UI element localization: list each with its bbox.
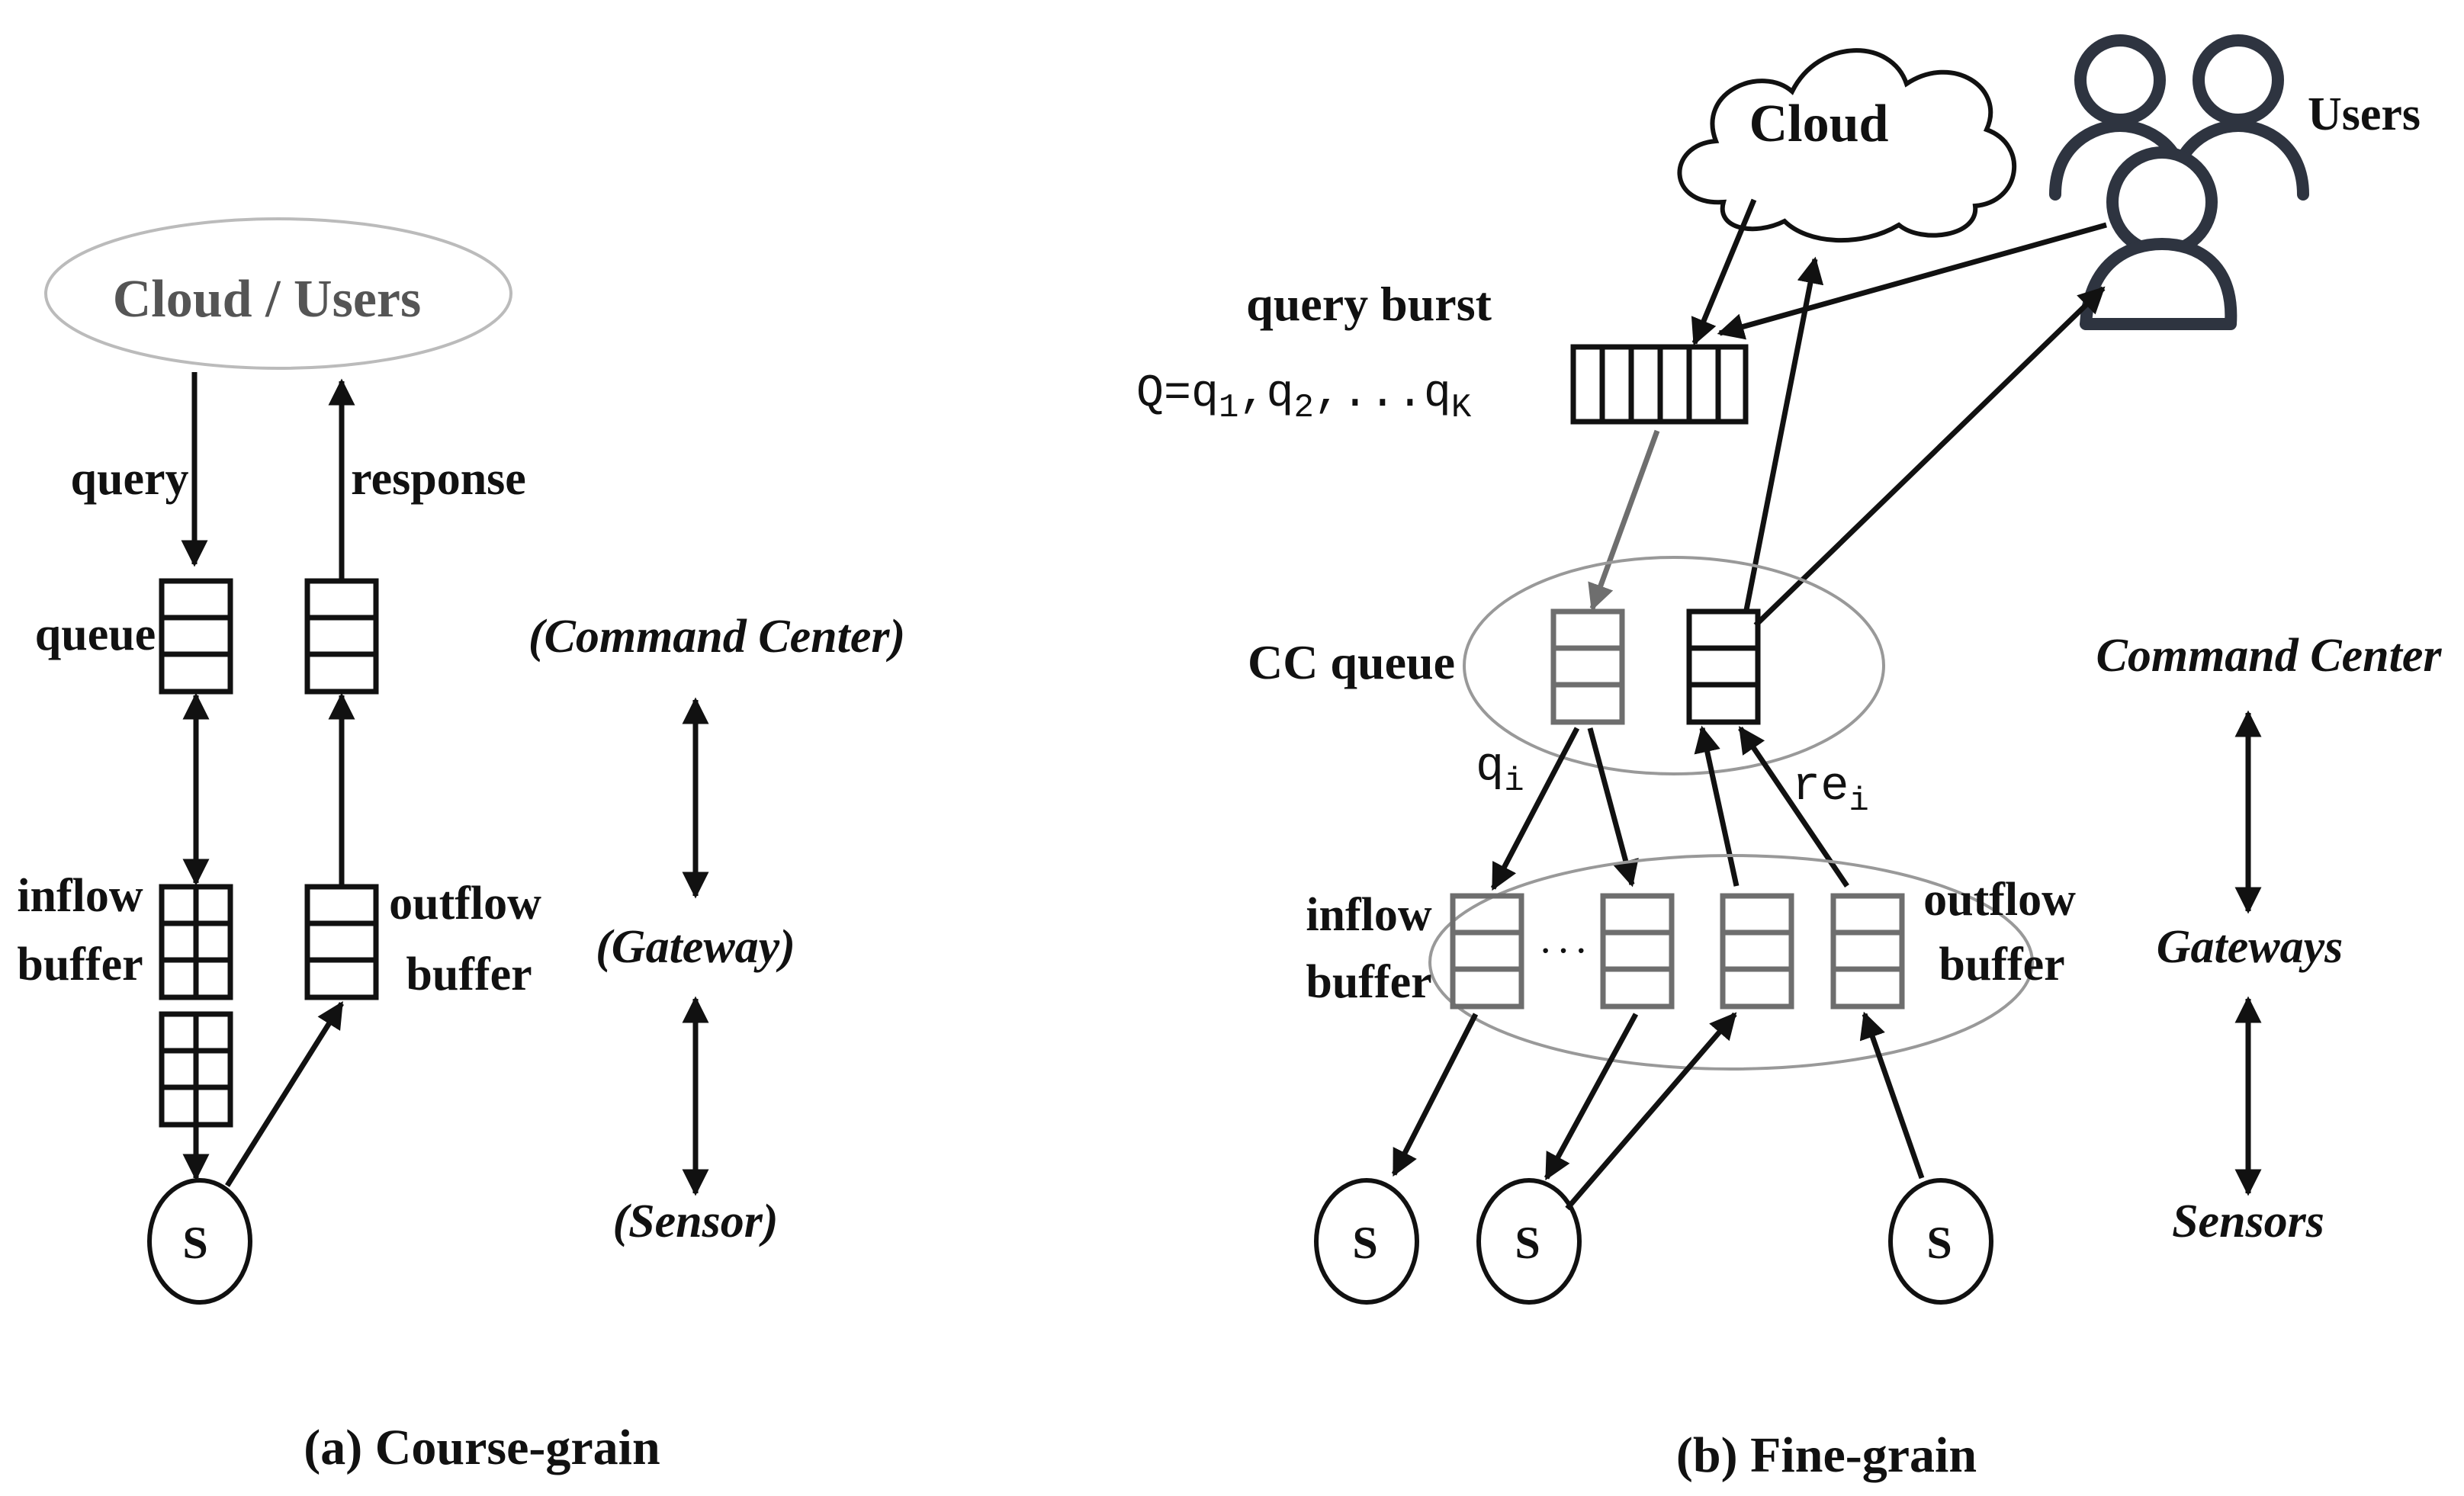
query-burst-box <box>1570 344 1749 425</box>
users-icon <box>2049 34 2309 330</box>
inflow-buffer-box <box>159 884 233 1128</box>
cloud-users-label: Cloud / Users <box>113 270 421 329</box>
ccqueue-to-cloud-arrow <box>1743 256 1824 611</box>
users-to-burst-arrow <box>1717 222 2107 340</box>
re-i-label: rei <box>1792 759 1869 820</box>
query-label: query <box>71 453 189 505</box>
outflow2-to-ccqueue-arrow <box>1738 726 1849 888</box>
tier-sensor: (Sensor) <box>612 1196 778 1247</box>
inflow2-to-sensor2-arrow <box>1544 1013 1639 1181</box>
cloud-shape <box>1677 48 2017 243</box>
tier-sensors: Sensors <box>2172 1196 2324 1247</box>
query-burst-label: query burst <box>1246 277 1492 331</box>
outflow-label: outflow <box>389 878 541 929</box>
users-label: Users <box>2308 88 2421 140</box>
sensor2-to-outflow1-arrow <box>1565 1012 1737 1211</box>
ccqueue-to-inflow2-arrow <box>1587 727 1639 888</box>
sensor-node-3-label: S <box>1926 1218 1952 1268</box>
cloud-label: Cloud <box>1749 95 1889 153</box>
sensor3-to-outflow2-arrow <box>1859 1011 1925 1180</box>
caption-b: (b) Fine-grain <box>1676 1427 1977 1483</box>
outflow-buffer-1 <box>1720 893 1794 1010</box>
q-i-label: qi <box>1476 740 1524 801</box>
burst-to-ccqueue-arrow <box>1588 429 1660 612</box>
outflow-buffer-label: buffer <box>406 949 532 1000</box>
sensor-node-label: S <box>182 1218 207 1268</box>
panel-a-course-grain: Cloud / Users query response queue <box>17 217 905 1475</box>
cloud-to-burst-arrow <box>1691 198 1757 346</box>
outflow-buffer-label-b: buffer <box>1939 939 2064 990</box>
inflow1-to-sensor1-arrow <box>1391 1013 1479 1177</box>
query-queue-box <box>159 578 233 695</box>
sensor-outflow-arrow <box>225 1001 344 1187</box>
sensor-node-3 <box>1888 1178 1993 1305</box>
sensor-node-2 <box>1476 1178 1582 1305</box>
tier-gateways: Gateways <box>2157 921 2344 973</box>
cc-queue-label: CC queue <box>1248 635 1455 689</box>
panel-b-fine-grain: Cloud Users query burst Q=q1,q2,...qK <box>1136 34 2442 1483</box>
cloud-users-ellipse <box>44 217 512 370</box>
gateway-dots: · · · <box>1540 933 1586 968</box>
cc-response-queue-box <box>1686 608 1761 725</box>
sensor-node-1 <box>1314 1178 1419 1305</box>
queue-label: queue <box>35 608 156 660</box>
outflow-label-b: outflow <box>1923 874 2076 926</box>
inflow-buffer-label: buffer <box>17 939 143 990</box>
inflow-buffer-1 <box>1450 893 1524 1010</box>
tier-command-center: (Command Center) <box>528 611 905 663</box>
inflow-label-b: inflow <box>1306 889 1432 941</box>
response-label: response <box>351 453 526 505</box>
outflow-buffer-box <box>304 884 379 1000</box>
sensor-node-1-label: S <box>1352 1218 1377 1268</box>
inflow-buffer-label-b: buffer <box>1306 956 1431 1008</box>
ccqueue-to-inflow1-arrow <box>1490 727 1580 891</box>
cc-queue-ellipse <box>1463 556 1885 775</box>
gateway-buffers-ellipse <box>1428 854 2034 1071</box>
query-burst-formula: Q=q1,q2,...qK <box>1136 368 1472 427</box>
ccqueue-to-users-arrow <box>1753 286 2106 628</box>
tier-gateway: (Gateway) <box>596 921 795 973</box>
tier-command-center-b: Command Center <box>2096 630 2442 682</box>
sensor-node-2-label: S <box>1515 1218 1540 1268</box>
inflow-buffer-2 <box>1600 893 1675 1010</box>
outflow-buffer-2 <box>1830 893 1905 1010</box>
inflow-label: inflow <box>17 870 143 922</box>
cc-query-queue-box <box>1550 608 1625 725</box>
sensor-node <box>147 1178 252 1305</box>
outflow1-to-ccqueue-arrow <box>1694 725 1740 887</box>
caption-a: (a) Course-grain <box>304 1420 660 1475</box>
response-queue-box <box>304 578 379 695</box>
